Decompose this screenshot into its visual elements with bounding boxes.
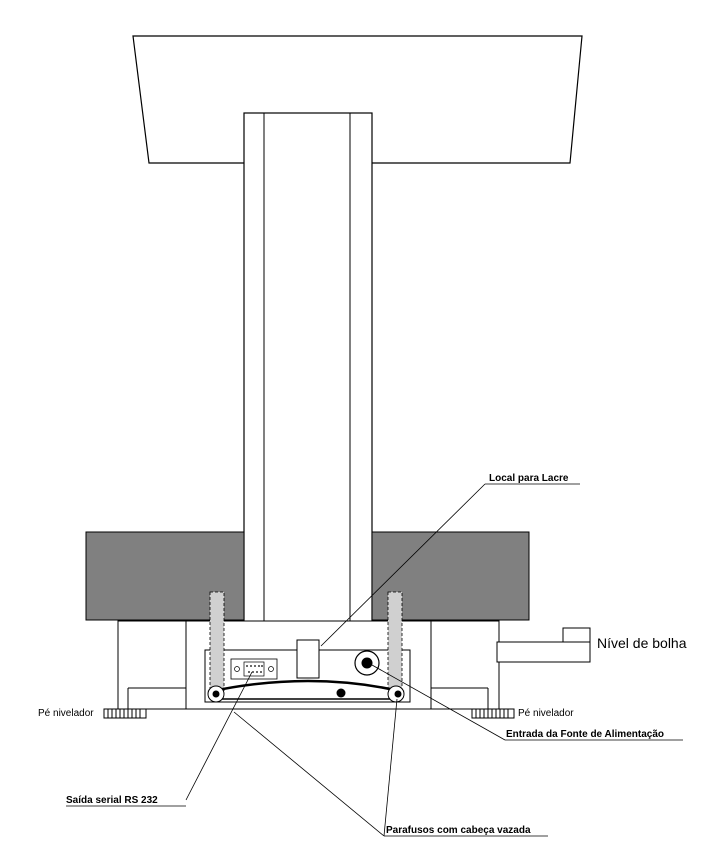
label-entrada-fonte: Entrada da Fonte de Alimentação: [506, 729, 664, 740]
label-local-lacre: Local para Lacre: [489, 473, 569, 484]
column-outer: [243, 112, 373, 641]
leader-serial: [185, 671, 253, 801]
label-nivel-bolha: Nível de bolha: [597, 635, 687, 651]
leveling-foot-right: [471, 708, 515, 719]
leader-parafuso-right: [383, 698, 398, 837]
bubble-level-top: [562, 627, 591, 643]
power-input-inner: [361, 657, 373, 669]
leader-parafuso-left: [233, 711, 385, 837]
label-saida-serial: Saída serial RS 232: [66, 795, 158, 806]
screw-left: [209, 591, 225, 693]
serial-pins: [246, 665, 263, 673]
bottom-screw-center: [336, 688, 346, 698]
seal-box: [296, 639, 320, 679]
platform-block-right: [371, 531, 530, 621]
label-pe-nivelador-left: Pé nivelador: [38, 708, 94, 719]
leader-local-lacre: [320, 483, 486, 647]
cable: [207, 679, 405, 694]
screw-right: [387, 591, 403, 693]
leveling-foot-left: [103, 708, 147, 719]
label-pe-nivelador-right: Pé nivelador: [518, 708, 574, 719]
leader-fonte: [371, 664, 506, 741]
label-parafusos: Parafusos com cabeça vazada: [386, 825, 531, 836]
bubble-level-body: [496, 641, 591, 663]
